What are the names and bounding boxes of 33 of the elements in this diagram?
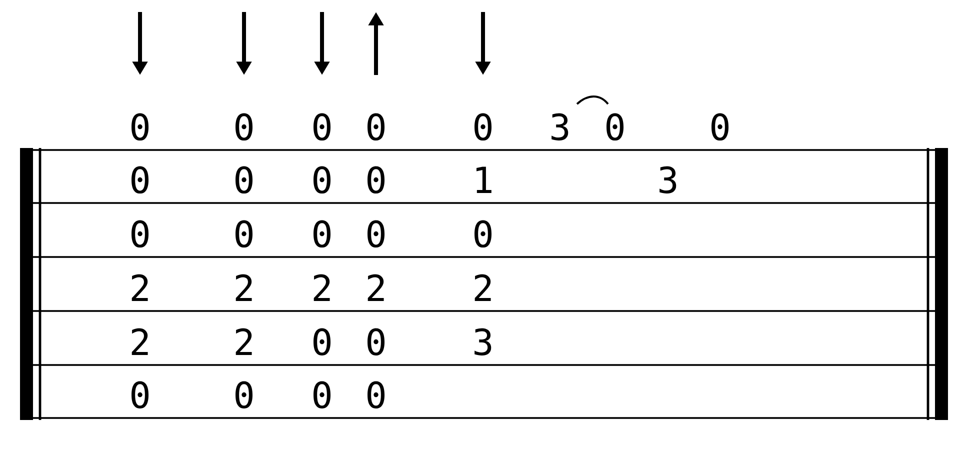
fret-number: 0 — [306, 378, 338, 412]
fret-number: 2 — [306, 272, 338, 304]
fret-number: 0 — [228, 378, 260, 412]
fret-number: 2 — [360, 272, 392, 304]
fret-number: 0 — [306, 164, 338, 196]
fret-number: 0 — [306, 326, 338, 358]
fret-number: 0 — [360, 326, 392, 358]
fret-number: 0 — [124, 218, 156, 250]
fret-number: 0 — [306, 218, 338, 250]
fret-number: 3 — [466, 326, 500, 358]
fret-number: 2 — [124, 326, 156, 358]
fret-number: 0 — [228, 110, 260, 144]
fret-number: 0 — [360, 164, 392, 196]
fret-number: 0 — [124, 110, 156, 144]
fret-number: 2 — [124, 272, 156, 304]
fret-number: 0 — [360, 110, 392, 144]
fret-number: 1 — [466, 164, 500, 196]
fret-number: 0 — [360, 218, 392, 250]
fret-number: 2 — [228, 326, 260, 358]
fret-number: 0 — [598, 110, 632, 144]
fret-number: 0 — [124, 164, 156, 196]
fret-number: 3 — [652, 164, 684, 196]
fret-number: 0 — [360, 378, 392, 412]
fret-number: 2 — [466, 272, 500, 304]
fret-number: 0 — [228, 164, 260, 196]
fret-number: 0 — [466, 218, 500, 250]
fret-number: 0 — [124, 378, 156, 412]
fret-number: 0 — [228, 218, 260, 250]
fret-number: 0 — [704, 110, 736, 144]
fret-number: 3 — [544, 110, 576, 144]
fret-number: 0 — [466, 110, 500, 144]
fret-number: 2 — [228, 272, 260, 304]
fret-number: 0 — [306, 110, 338, 144]
